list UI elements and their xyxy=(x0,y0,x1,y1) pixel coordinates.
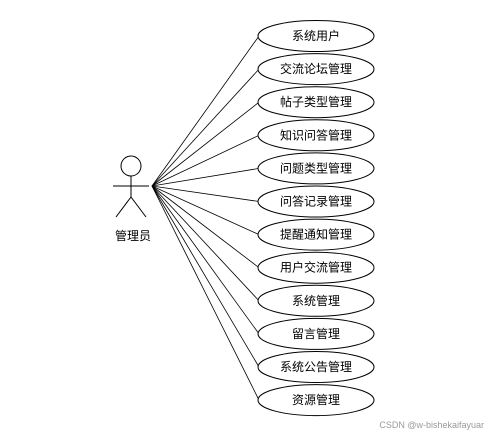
use-case-label: 资源管理 xyxy=(292,392,340,407)
use-case: 用户交流管理 xyxy=(257,251,375,284)
use-case-label: 交流论坛管理 xyxy=(280,61,352,76)
use-case-ellipse xyxy=(257,218,375,251)
actor-left-leg xyxy=(115,196,132,218)
association-line xyxy=(151,185,260,335)
use-case: 留言管理 xyxy=(257,317,375,350)
association-line xyxy=(151,185,260,302)
use-case-label: 问题类型管理 xyxy=(280,160,352,175)
use-case-ellipse xyxy=(257,317,375,350)
use-case-label: 系统管理 xyxy=(292,293,340,308)
association-lines xyxy=(151,35,260,401)
actor-right-leg xyxy=(130,196,147,218)
association-line xyxy=(151,185,260,401)
actor-name: 管理员 xyxy=(115,228,151,243)
use-case-label: 系统用户 xyxy=(292,28,340,43)
use-case-label: 系统公告管理 xyxy=(280,359,352,374)
association-line xyxy=(151,35,260,187)
actor-admin: 管理员 xyxy=(113,155,151,243)
use-case-label: 问答记录管理 xyxy=(280,194,352,209)
use-case: 资源管理 xyxy=(257,384,375,417)
use-cases: 系统用户交流论坛管理帖子类型管理知识问答管理问题类型管理问答记录管理提醒通知管理… xyxy=(257,20,375,417)
use-case: 问题类型管理 xyxy=(257,152,375,185)
association-line xyxy=(151,68,260,187)
association-line xyxy=(151,185,260,235)
use-case-ellipse xyxy=(257,152,375,185)
use-case-ellipse xyxy=(257,251,375,284)
use-case: 交流论坛管理 xyxy=(257,53,375,86)
association-line xyxy=(151,168,260,187)
use-case: 知识问答管理 xyxy=(257,119,375,152)
association-line xyxy=(151,185,260,269)
use-case-ellipse xyxy=(257,119,375,152)
use-case-label: 留言管理 xyxy=(292,326,340,341)
association-line xyxy=(151,185,260,202)
use-case: 系统公告管理 xyxy=(257,351,375,383)
use-case: 帖子类型管理 xyxy=(257,86,375,119)
use-case: 问答记录管理 xyxy=(257,185,375,218)
use-case-ellipse xyxy=(257,185,375,218)
use-case: 系统用户 xyxy=(257,20,375,52)
use-case-ellipse xyxy=(257,20,375,52)
use-case-label: 帖子类型管理 xyxy=(280,94,352,109)
use-case-label: 提醒通知管理 xyxy=(280,227,352,242)
use-case-ellipse xyxy=(257,53,375,86)
use-case: 系统管理 xyxy=(257,284,375,317)
use-case-ellipse xyxy=(257,351,375,383)
use-case-label: 知识问答管理 xyxy=(280,127,352,142)
use-case-ellipse xyxy=(257,86,375,119)
association-line xyxy=(151,185,260,368)
use-case-ellipse xyxy=(257,284,375,317)
use-case-label: 用户交流管理 xyxy=(280,260,352,275)
association-line xyxy=(151,134,260,187)
watermark-text: CSDN @w-bishekaifayuar xyxy=(379,420,484,430)
use-case-ellipse xyxy=(257,384,375,417)
use-case: 提醒通知管理 xyxy=(257,218,375,251)
association-line xyxy=(151,101,260,187)
actor-head xyxy=(120,155,142,177)
